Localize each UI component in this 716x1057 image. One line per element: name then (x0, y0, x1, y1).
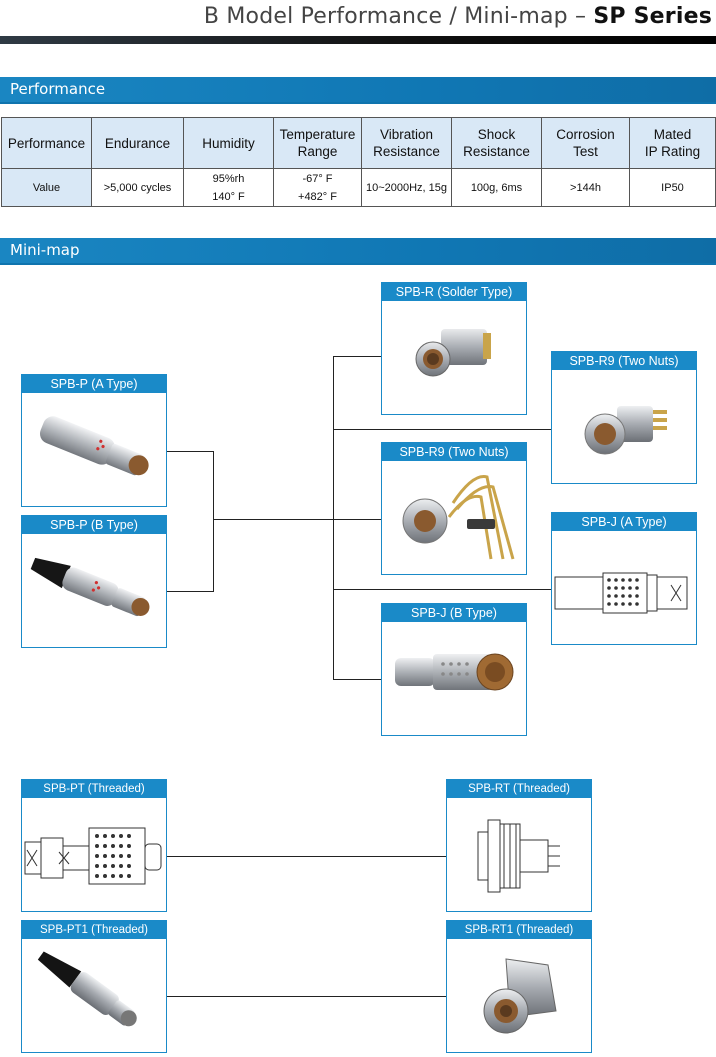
table-header-row: Performance Endurance Humidity Temperatu… (1, 117, 716, 169)
product-card-spb-pt1[interactable]: SPB-PT1 (Threaded) (21, 920, 167, 1053)
product-card-spb-rt1[interactable]: SPB-RT1 (Threaded) (446, 920, 592, 1053)
connector-line (333, 356, 334, 680)
table-row-label: Value (1, 168, 92, 207)
table-row: Value >5,000 cycles 95%rh 140° F -67° F … (1, 168, 716, 207)
product-label: SPB-R9 (Two Nuts) (552, 352, 696, 370)
connector-jack-image (395, 653, 514, 691)
connector-cable-plug-image (30, 557, 150, 617)
connector-line (333, 679, 382, 680)
connector-jack-drawing (554, 572, 688, 614)
table-header-cell: Corrosion Test (541, 117, 630, 169)
performance-section-title: Performance (10, 80, 106, 98)
product-label: SPB-J (B Type) (382, 604, 526, 622)
table-cell: >5,000 cycles (91, 168, 184, 207)
connector-line (213, 519, 334, 520)
performance-section-bar: Performance (0, 77, 716, 102)
connector-line (333, 589, 551, 590)
header-rule (0, 36, 716, 44)
minimap-bar-underline (0, 263, 716, 265)
table-header-cell: Temperature Range (273, 117, 362, 169)
connector-line (167, 856, 447, 857)
connector-line (333, 356, 382, 357)
table-header-cell: Performance (1, 117, 92, 169)
product-card-spb-pt[interactable]: SPB-PT (Threaded) (21, 779, 167, 912)
table-header-cell: Endurance (91, 117, 184, 169)
performance-table: Performance Endurance Humidity Temperatu… (1, 117, 716, 207)
connector-line (167, 996, 447, 997)
table-cell: 10~2000Hz, 15g (361, 168, 452, 207)
product-card-spb-rt[interactable]: SPB-RT (Threaded) (446, 779, 592, 912)
minimap-section-bar: Mini-map (0, 238, 716, 263)
minimap-section-title: Mini-map (10, 241, 80, 259)
table-cell: 95%rh 140° F (183, 168, 274, 207)
product-card-spb-r9-right[interactable]: SPB-R9 (Two Nuts) (551, 351, 697, 484)
connector-threaded-cable-plug-image (37, 951, 137, 1027)
page-title-prefix: B Model Performance / Mini-map – (203, 4, 594, 29)
connector-line (166, 451, 214, 452)
product-card-spb-r9-mid[interactable]: SPB-R9 (Two Nuts) (381, 442, 527, 575)
table-cell: -67° F +482° F (273, 168, 362, 207)
product-label: SPB-R9 (Two Nuts) (382, 443, 526, 461)
connector-receptacle-image (415, 329, 491, 377)
product-label: SPB-J (A Type) (552, 513, 696, 531)
performance-bar-underline (0, 102, 716, 104)
table-cell: >144h (541, 168, 630, 207)
page-title-series: SP Series (593, 4, 712, 29)
product-card-spb-p-a[interactable]: SPB-P (A Type) (21, 374, 167, 507)
connector-plug-image (39, 416, 149, 476)
table-cell: IP50 (629, 168, 716, 207)
connector-threaded-plug-drawing (24, 827, 162, 885)
table-header-cell: Mated IP Rating (629, 117, 716, 169)
connector-line (333, 519, 382, 520)
connector-threaded-receptacle-drawing (477, 819, 560, 893)
product-label: SPB-PT1 (Threaded) (22, 921, 166, 939)
product-label: SPB-RT1 (Threaded) (447, 921, 591, 939)
table-cell: 100g, 6ms (451, 168, 542, 207)
connector-line (333, 429, 551, 430)
product-card-spb-j-b[interactable]: SPB-J (B Type) (381, 603, 527, 736)
table-header-cell: Vibration Resistance (361, 117, 452, 169)
product-label: SPB-PT (Threaded) (22, 780, 166, 798)
connector-threaded-socket-image (483, 958, 557, 1034)
product-label: SPB-P (B Type) (22, 516, 166, 534)
table-header-cell: Shock Resistance (451, 117, 542, 169)
connector-line (166, 591, 214, 592)
product-label: SPB-P (A Type) (22, 375, 166, 393)
product-label: SPB-RT (Threaded) (447, 780, 591, 798)
connector-line (213, 451, 214, 592)
connector-two-nut-image (584, 406, 667, 455)
connector-pcb-image (402, 475, 515, 560)
product-label: SPB-R (Solder Type) (382, 283, 526, 301)
table-header-cell: Humidity (183, 117, 274, 169)
product-card-spb-r[interactable]: SPB-R (Solder Type) (381, 282, 527, 415)
product-card-spb-p-b[interactable]: SPB-P (B Type) (21, 515, 167, 648)
product-card-spb-j-a[interactable]: SPB-J (A Type) (551, 512, 697, 645)
page-title: B Model Performance / Mini-map – SP Seri… (204, 4, 712, 29)
